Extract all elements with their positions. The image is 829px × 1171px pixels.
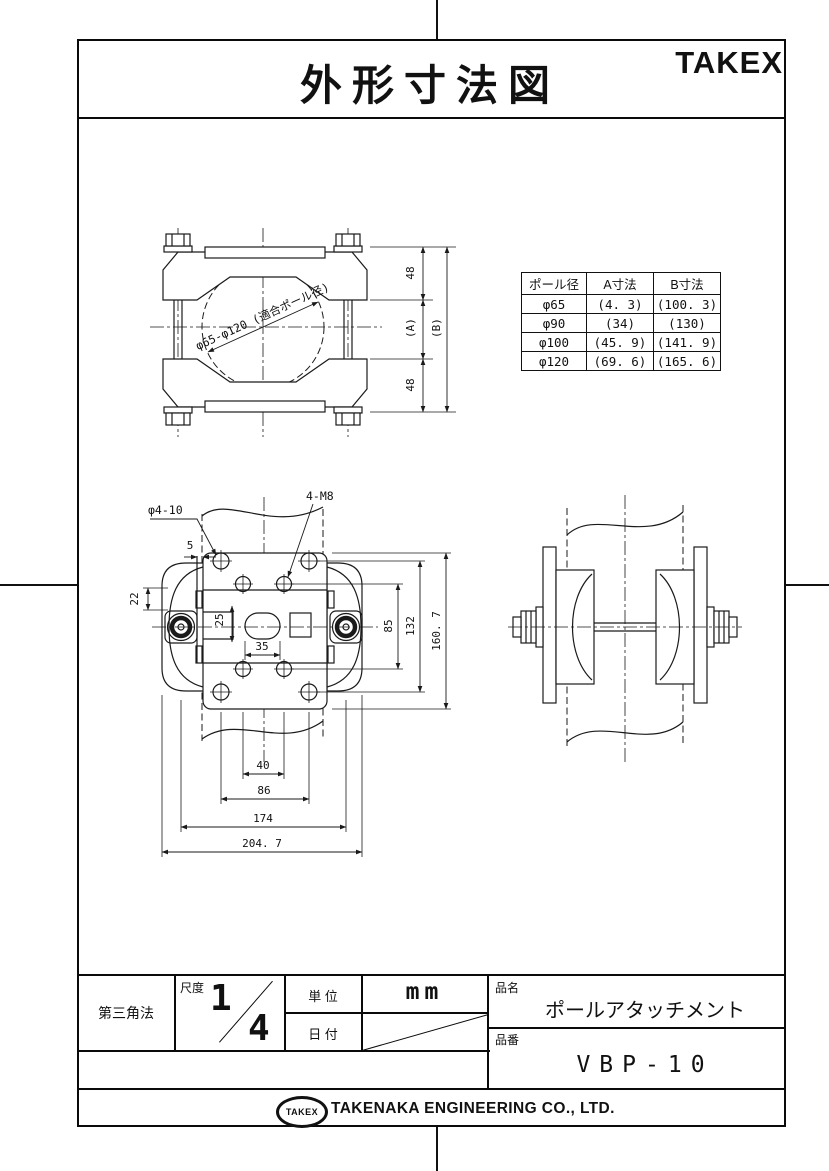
tick-left xyxy=(0,584,78,586)
dim-5: 5 xyxy=(187,539,194,552)
top-plate xyxy=(204,246,326,259)
product-name-label: 品名 xyxy=(495,981,520,995)
col-header-pole-dia: ポール径 xyxy=(521,272,587,295)
projection-method: 第三角法 xyxy=(98,1005,154,1021)
header-divider xyxy=(78,117,786,119)
top-bracket xyxy=(162,251,368,301)
part-number: VBP-10 xyxy=(576,1052,714,1078)
dim-85: 85 xyxy=(382,619,395,632)
cell: φ65 xyxy=(521,294,587,314)
bottom-plate xyxy=(204,400,326,413)
brand-logo: TAKEX xyxy=(675,45,783,80)
pole-break-top xyxy=(201,506,324,518)
cell: φ120 xyxy=(521,351,587,371)
table-row: φ120 (69. 6) (165. 6) xyxy=(521,351,721,371)
scale-label: 尺度 xyxy=(180,981,205,995)
m8-holes xyxy=(233,574,294,679)
part-number-label: 品番 xyxy=(495,1033,520,1047)
cell: (69. 6) xyxy=(586,351,654,371)
dim-35: 35 xyxy=(255,640,268,653)
line xyxy=(487,974,489,1090)
unit-label: 単 位 xyxy=(308,989,338,1004)
dim-25: 25 xyxy=(213,613,226,626)
pole-size-table: ポール径 A寸法 B寸法 φ65 (4. 3) (100. 3) φ90 (34… xyxy=(521,272,721,371)
takex-oval-logo-icon: TAKEX xyxy=(276,1096,328,1128)
clamp-bolts xyxy=(163,233,363,426)
pole-range-label: φ65-φ120 (適合ポール径) xyxy=(193,280,331,353)
cell: (4. 3) xyxy=(586,294,654,314)
right-flange xyxy=(693,546,708,704)
table-row: φ100 (45. 9) (141. 9) xyxy=(521,332,721,352)
dim-22: 22 xyxy=(128,592,141,605)
dim-204-7: 204. 7 xyxy=(242,837,282,850)
cell: φ100 xyxy=(521,332,587,352)
front-view-drawing: φ4-10 4-M8 5 22 25 35 85 132 xyxy=(128,489,451,857)
tick-bottom xyxy=(436,1126,438,1171)
table-row: φ90 (34) (130) xyxy=(521,313,721,333)
line xyxy=(284,974,286,1052)
pole-break-bottom xyxy=(566,721,684,743)
bottom-bracket xyxy=(162,358,368,408)
technical-drawing-canvas: φ65-φ120 (適合ポール径) 48 (A) 48 (B) xyxy=(128,228,742,857)
product-name: ポールアタッチメント xyxy=(545,1000,745,1022)
dim-160-7: 160. 7 xyxy=(430,611,443,651)
line xyxy=(488,1027,786,1029)
mounting-plate xyxy=(202,552,328,710)
cell: (34) xyxy=(586,313,654,333)
cell: φ90 xyxy=(521,313,587,333)
dim-B: (B) xyxy=(430,318,443,338)
tick-top xyxy=(436,0,438,40)
col-header-b: B寸法 xyxy=(653,272,721,295)
date-label: 日 付 xyxy=(308,1027,338,1042)
footer-top-line xyxy=(78,1088,786,1090)
unit-value: mm xyxy=(405,979,444,1005)
cell: (165. 6) xyxy=(653,351,721,371)
thread-callout: 4-M8 xyxy=(306,489,334,503)
dim-48-top: 48 xyxy=(404,266,417,279)
cell: (100. 3) xyxy=(653,294,721,314)
sheet-border xyxy=(77,39,786,1127)
company-name: TAKENAKA ENGINEERING CO., LTD. xyxy=(331,1100,615,1117)
title-block-top-line xyxy=(78,974,786,976)
tick-right xyxy=(786,584,829,586)
col-header-a: A寸法 xyxy=(586,272,654,295)
cell: (141. 9) xyxy=(653,332,721,352)
dim-86: 86 xyxy=(257,784,270,797)
side-view-drawing xyxy=(508,495,742,765)
dim-A: (A) xyxy=(404,318,417,338)
scale-numerator: 1 xyxy=(210,978,232,1019)
table-row: φ65 (4. 3) (100. 3) xyxy=(521,294,721,314)
dim-174: 174 xyxy=(253,812,273,825)
cell: (130) xyxy=(653,313,721,333)
center-slot xyxy=(244,612,281,640)
hole-callout: φ4-10 xyxy=(148,503,183,517)
pole-break-bottom xyxy=(201,720,324,740)
line xyxy=(174,974,176,1052)
top-view-drawing: φ65-φ120 (適合ポール径) 48 (A) 48 (B) xyxy=(150,228,456,437)
dim-48-bottom: 48 xyxy=(404,378,417,391)
scale-denominator: 4 xyxy=(248,1008,270,1049)
left-flange xyxy=(542,546,557,704)
cell: (45. 9) xyxy=(586,332,654,352)
dim-40: 40 xyxy=(256,759,269,772)
page-title: 外形寸法図 xyxy=(299,62,560,109)
pole-break-top xyxy=(566,511,684,536)
line xyxy=(285,1012,488,1014)
logo-text: TAKEX xyxy=(285,1107,319,1117)
dim-132: 132 xyxy=(404,616,417,636)
line xyxy=(361,974,363,1052)
